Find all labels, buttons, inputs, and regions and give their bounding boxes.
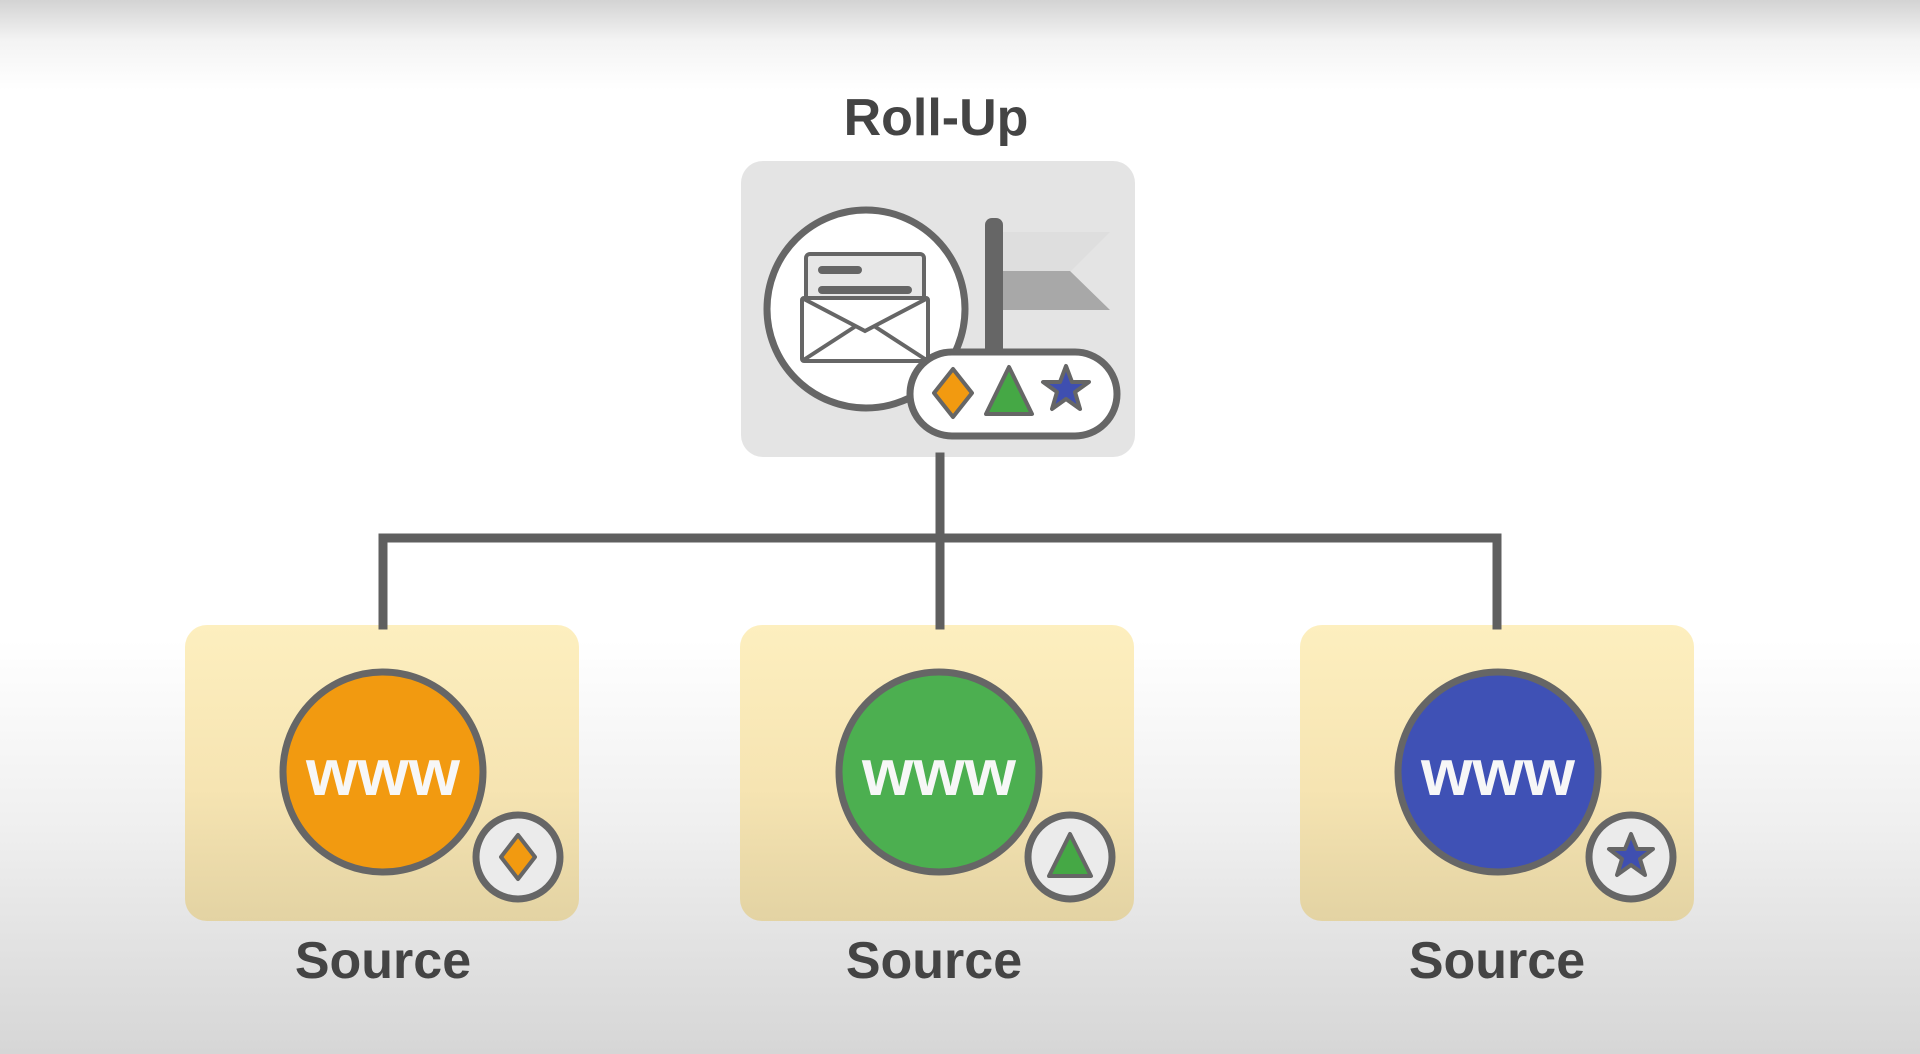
- diamond-icon: [499, 833, 537, 881]
- star-icon: [1607, 832, 1655, 877]
- diamond-icon: [932, 367, 974, 419]
- globe-text-green: www: [861, 735, 1017, 809]
- envelope-icon: [763, 206, 969, 412]
- flag-icon: [985, 218, 1110, 362]
- source-label-green: Source: [845, 932, 1023, 990]
- triangle-icon: [984, 365, 1034, 416]
- source-globe-blue: www: [1394, 668, 1677, 903]
- source-label-blue: Source: [1408, 932, 1586, 990]
- globe-text-blue: www: [1420, 735, 1576, 809]
- triangle-icon: [1047, 832, 1093, 878]
- star-icon: [1041, 364, 1091, 411]
- rollup-title: Roll-Up: [843, 89, 1029, 147]
- globe-text-orange: www: [305, 735, 461, 809]
- source-globe-orange: www: [279, 668, 564, 903]
- rollup-icon: [763, 206, 1121, 440]
- connector-lines: [378, 452, 1502, 630]
- source-globe-green: www: [835, 668, 1116, 903]
- source-label-orange: Source: [294, 932, 472, 990]
- shapes-badge: [906, 348, 1121, 440]
